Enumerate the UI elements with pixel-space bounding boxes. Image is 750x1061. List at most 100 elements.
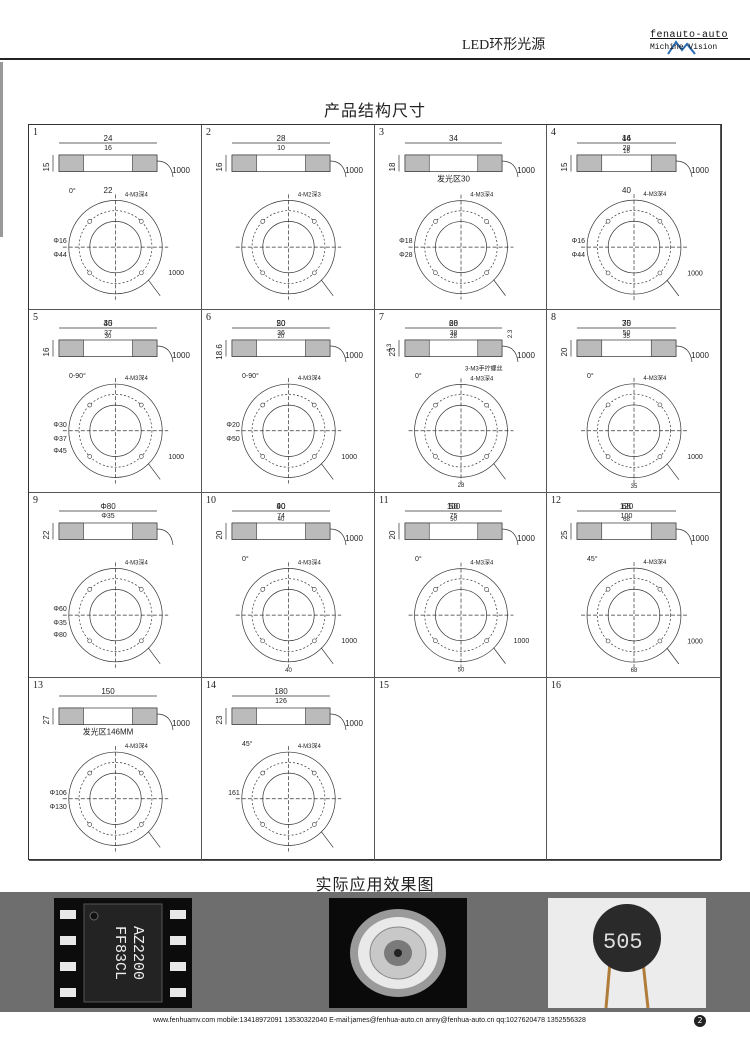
dimension-w_top: 60 — [449, 319, 458, 328]
dimension-height: 15 — [560, 162, 569, 171]
dimension-w_3: 30 — [104, 319, 113, 328]
diameter-d_out: Φ28 — [399, 252, 412, 259]
dimension-bottom: 40 — [622, 186, 631, 195]
screw-spec: 4-M3深4 — [125, 558, 149, 566]
dimension-height: 22 — [42, 530, 51, 539]
photo-disc: 505 — [548, 898, 706, 1009]
dimension-w_top: 150 — [101, 687, 115, 696]
bottom-dim-b1: 68 — [631, 668, 638, 674]
cable-length: 1000 — [517, 351, 535, 360]
screw-spec: 4-M3深4 — [298, 374, 322, 382]
section-title: 产品结构尺寸 — [323, 101, 426, 120]
dimension-height: 20 — [388, 530, 397, 539]
diameter-d_out: Φ44 — [572, 252, 585, 259]
cell-number: 13 — [33, 680, 43, 691]
cable-length-2: 1000 — [514, 638, 530, 645]
emit-area: 发光区30 — [437, 174, 470, 184]
dimension-w3: 28 — [450, 334, 457, 340]
screw-spec: 4-M3深4 — [643, 190, 667, 198]
dimension-w_2: 37 — [104, 330, 112, 337]
screw-spec: 4-M3深4 — [125, 374, 149, 382]
photo-chip: FF83CL AZ2200 — [54, 898, 192, 1008]
dimension-w_top: 100 — [447, 502, 461, 511]
dimension-height: 23 — [388, 347, 397, 356]
dimension-w3: 35 — [623, 334, 630, 340]
cable-length: 1000 — [172, 719, 190, 728]
cable-length: 1000 — [345, 351, 363, 360]
dimension-height: 25 — [560, 530, 569, 539]
cell-number: 4 — [551, 127, 556, 138]
chip-text-line1: FF83CL — [111, 926, 128, 980]
cell-number: 15 — [379, 680, 389, 691]
chip-image: FF83CL AZ2200 — [54, 898, 192, 1008]
cable-length-2: 1000 — [687, 638, 703, 645]
bottom-dim-b1: 28 — [458, 483, 465, 489]
dimension-w_top: 120 — [620, 502, 634, 511]
cable-length: 1000 — [517, 534, 535, 543]
dimension-w_3: 68 — [622, 502, 631, 511]
diameter-d_out: Φ130 — [50, 804, 67, 811]
diameter-d3: Φ45 — [53, 448, 66, 455]
angle-label: 0° — [415, 372, 422, 380]
dimension-w_mid: 16 — [104, 145, 112, 152]
diameter-d_out: Φ50 — [226, 436, 239, 443]
dimension-w3: 40 — [278, 517, 285, 523]
diameter-d3: Φ80 — [53, 632, 66, 639]
cell-number: 6 — [206, 312, 211, 323]
chip-text-line2: AZ2200 — [129, 926, 146, 980]
screw-spec: 4-M3深4 — [125, 190, 149, 198]
dimension-w_2: 28 — [623, 145, 631, 152]
dimension-height: 15 — [42, 162, 51, 171]
dimension-w_top: 50 — [277, 319, 286, 328]
cell-number: 9 — [33, 495, 38, 506]
effect-title: 实际应用效果图 — [315, 875, 435, 894]
dimension-w3: 16 — [623, 149, 630, 155]
dimension-height: 20 — [560, 347, 569, 356]
cell-number: 10 — [206, 495, 216, 506]
dimension-w_3: 35 — [622, 319, 631, 328]
cable-length-2: 1000 — [168, 454, 184, 461]
screw-spec: 4-M3深4 — [470, 374, 494, 382]
screw-spec: 4-M3深4 — [643, 374, 667, 382]
cable-length: 1000 — [345, 166, 363, 175]
cable-length: 1000 — [345, 719, 363, 728]
cell-number: 2 — [206, 127, 211, 138]
diameter-d_in: Φ16 — [572, 238, 585, 245]
header-title: LED环形光源 — [462, 38, 546, 53]
cable-length-2: 1000 — [341, 454, 357, 461]
dimension-w_2: 50 — [623, 330, 631, 337]
screw-spec: 4-M3深4 — [298, 742, 322, 750]
bottom-dim-b1: 35 — [631, 484, 638, 490]
dimension-w_2: 75 — [450, 513, 458, 520]
cell-number: 11 — [379, 495, 389, 506]
dimension-w_top: 28 — [277, 134, 286, 143]
dimension-height: 16 — [42, 347, 51, 356]
cable-length-2: 1000 — [341, 638, 357, 645]
dimension-w_3: 28 — [449, 319, 458, 328]
dimension-height: 16 — [215, 162, 224, 171]
cable-length: 1000 — [172, 351, 190, 360]
cable-length-2: 1000 — [687, 454, 703, 461]
dimension-w_top: Φ80 — [100, 502, 116, 511]
disc-label: 505 — [603, 930, 643, 955]
drawing-cell-15: 15 — [375, 678, 547, 861]
angle-label: 45° — [587, 555, 598, 563]
